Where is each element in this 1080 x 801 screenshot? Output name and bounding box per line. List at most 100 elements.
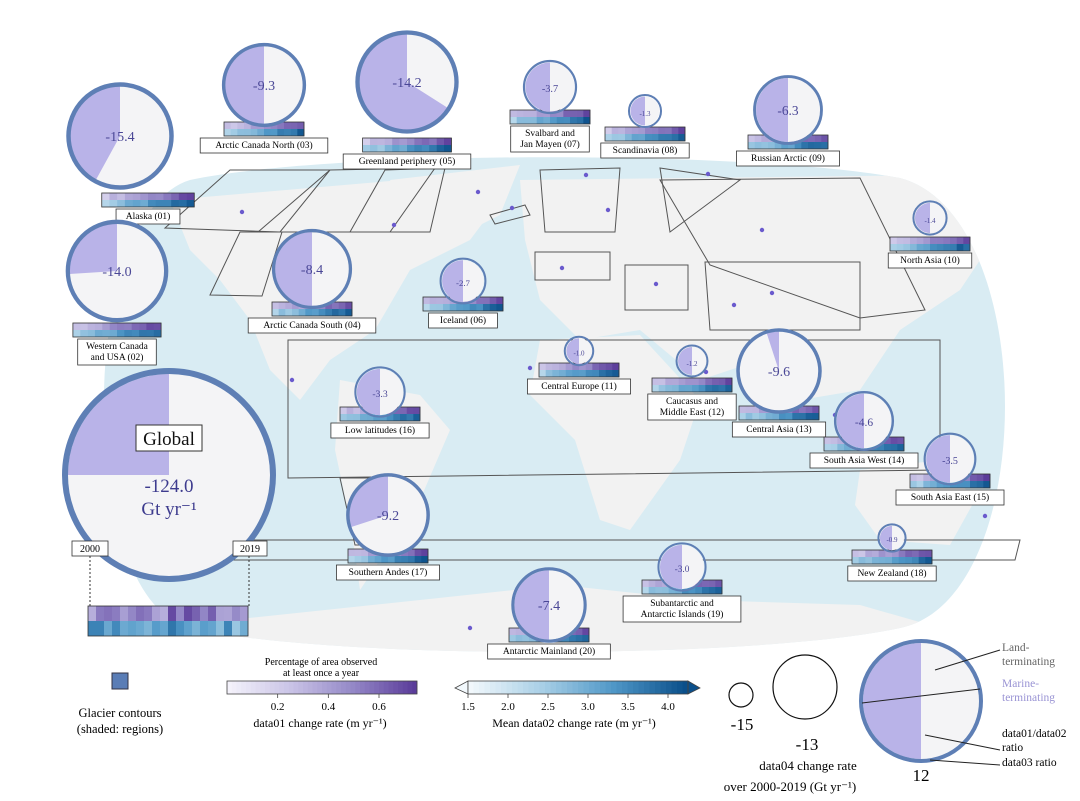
heat-cell [672, 385, 679, 392]
heat-cell [184, 606, 193, 621]
colorbar-frame [226, 680, 418, 695]
region-value-label: -3.3 [372, 389, 387, 400]
heat-cell [671, 134, 679, 141]
region-label-box [510, 125, 590, 153]
pie-marine-wedge [69, 223, 117, 274]
heat-cell [638, 127, 646, 134]
pie-marine-wedge [630, 96, 645, 126]
region-outline-central-europe [534, 251, 611, 281]
pie-ring [439, 257, 487, 305]
colorbar-cell [600, 681, 606, 694]
heat-cell [872, 557, 879, 564]
pie-marine-wedge [358, 33, 448, 131]
heat-cell [153, 330, 162, 337]
heat-cell [386, 414, 394, 421]
heat-cell [582, 635, 590, 642]
heat-cell [754, 135, 762, 142]
heat-cell [930, 244, 937, 251]
colorbar-cell [589, 681, 595, 694]
region-centroid-dot [467, 625, 473, 631]
region-name-label: Western Canada [86, 342, 149, 352]
heat-cell [539, 370, 546, 377]
heat-cell [785, 413, 793, 420]
heat-cell [131, 330, 140, 337]
colorbar-cell [501, 681, 507, 694]
colorbar-cell [622, 681, 628, 694]
heat-cell [570, 110, 577, 117]
region-centroid-dot [705, 171, 711, 177]
heat-cell [216, 606, 225, 621]
heat-cell [705, 385, 713, 392]
heat-cell [325, 309, 333, 316]
global-end-year-box [232, 540, 268, 557]
heat-cell [373, 414, 381, 421]
region-name-label: New Zealand (18) [857, 568, 926, 579]
pie-ring [354, 366, 406, 418]
heat-cell [631, 127, 639, 134]
heat-cell [244, 122, 251, 129]
heat-cell [476, 304, 484, 311]
heat-cell [579, 370, 586, 377]
colorbar-cell [550, 681, 557, 694]
heat-cell [662, 587, 669, 594]
region-name-label: Greenland periphery (05) [359, 156, 456, 167]
heat-cell [752, 406, 760, 413]
size-legend-label-2: over 2000-2019 (Gt yr⁻¹) [724, 779, 856, 794]
heat-cell [176, 606, 185, 621]
colorbar-cell [317, 681, 323, 694]
heat-cell [408, 549, 415, 556]
heat-cell [605, 363, 613, 370]
heat-cell [413, 407, 421, 414]
purple-colorbar-label: data01 change rate (m yr⁻¹) [253, 716, 386, 730]
pie-marine-wedge [442, 260, 463, 302]
heat-cell [678, 127, 686, 134]
heat-cell [772, 413, 780, 420]
heat-cell [290, 122, 298, 129]
heat-cell [579, 363, 586, 370]
colorbar-min-arrow [454, 680, 469, 695]
heat-cell [702, 580, 709, 587]
heat-cell [605, 127, 612, 134]
pie-ring [563, 335, 595, 367]
heat-cell [515, 635, 523, 642]
pie-ring [221, 42, 307, 128]
heat-cell [178, 200, 187, 207]
colorbar-cell [383, 681, 389, 694]
heat-cell [340, 414, 347, 421]
pie-ring [66, 82, 174, 190]
colorbar-cell [682, 681, 689, 694]
heat-cell [556, 117, 564, 124]
global-pie-ring [62, 368, 276, 582]
colorbar-cell [279, 681, 285, 694]
heat-cell [277, 129, 285, 136]
heat-cell [523, 117, 531, 124]
glacier-contour-swatch [111, 672, 129, 690]
region-value-label: -1.0 [573, 349, 585, 357]
heat-cell [956, 244, 964, 251]
region-centroid-dot [289, 377, 295, 383]
heat-cell [963, 481, 971, 488]
heat-cell [421, 138, 430, 145]
colorbar-cell [350, 681, 356, 694]
heat-cell [665, 378, 673, 385]
colorbar-cell [627, 681, 634, 694]
heat-cell [489, 297, 497, 304]
colorbar-cell [666, 681, 672, 694]
heat-cell [983, 481, 991, 488]
heat-cell [896, 237, 904, 244]
region-centroid-dot [239, 209, 245, 215]
heat-cell [353, 407, 361, 414]
colorbar-cell [274, 681, 280, 694]
heat-cell [423, 304, 430, 311]
heat-cell [406, 414, 414, 421]
pie-marine-wedge [756, 78, 788, 142]
heat-cell [230, 129, 238, 136]
heat-cell [340, 407, 347, 414]
colorbar-tick-label: 2.0 [501, 701, 515, 713]
heat-cell [824, 444, 831, 451]
heat-cell [96, 606, 105, 621]
